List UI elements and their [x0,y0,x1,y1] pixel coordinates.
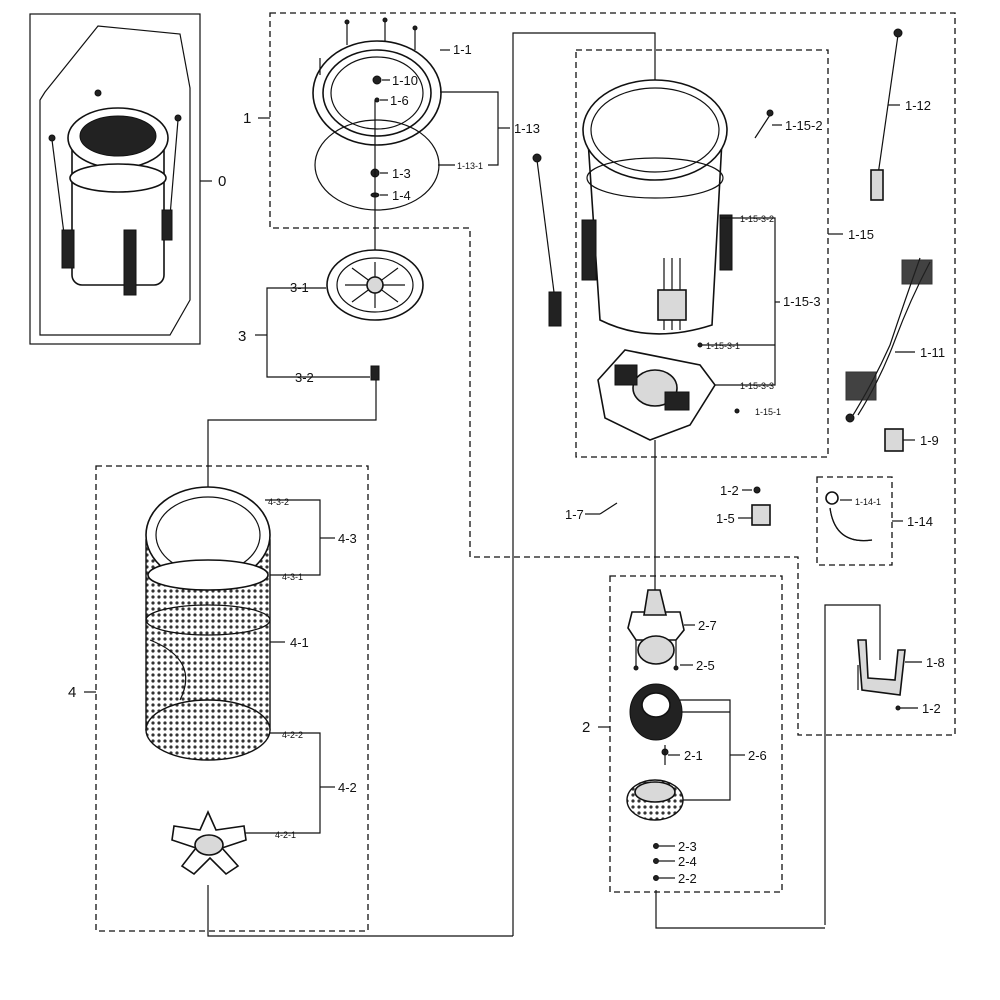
callout-1-7: 1-7 [565,507,584,522]
connector-line [512,32,656,936]
callout-4-1: 4-1 [290,635,309,650]
callout-4: 4 [68,684,76,701]
suspension-rod-1-12 [870,28,903,201]
callout-1-5: 1-5 [716,511,735,526]
callout-4-2: 4-2 [338,780,357,795]
pulsator [207,249,424,500]
callout-1-12: 1-12 [905,98,931,113]
callout-1-8: 1-8 [926,655,945,670]
callout-2-3: 2-3 [678,839,697,854]
callout-1-15-3: 1-15-3 [783,294,821,309]
callout-1-15-3-1: 1-15-3-1 [706,341,740,351]
callout-1-15: 1-15 [848,227,874,242]
callout-1-4: 1-4 [392,188,411,203]
callout-1-9: 1-9 [920,433,939,448]
callout-1: 1 [243,110,251,127]
inner-drum [145,486,271,761]
callout-4-3-2: 4-3-2 [268,497,289,507]
callout-1-13-1: 1-13-1 [457,161,483,171]
callout-1-3: 1-3 [392,166,411,181]
callout-3-2: 3-2 [295,370,314,385]
drain-hose [825,491,873,542]
part-1-5 [751,504,771,526]
callout-1-13: 1-13 [514,121,540,136]
callout-1-14: 1-14 [907,514,933,529]
callout-2-6: 2-6 [748,748,767,763]
assembly-1-15-boundary [575,49,829,458]
callout-3: 3 [238,328,246,345]
callout-4-2-2: 4-2-2 [282,730,303,740]
callout-4-2-1: 4-2-1 [275,830,296,840]
callout-1-11: 1-11 [920,345,945,360]
callout-2: 2 [582,719,590,736]
callout-1-6: 1-6 [390,93,409,108]
callout-4-3-1: 4-3-1 [282,572,303,582]
callout-1-2-top: 1-2 [720,483,739,498]
callout-1-14-1: 1-14-1 [855,497,881,507]
part-1-9 [884,428,904,452]
callout-1-15-2: 1-15-2 [785,118,823,133]
part-1-15-2 [754,109,774,139]
assembly-2-boundary [609,575,783,893]
callout-1-1: 1-1 [453,42,472,57]
assembly-1-boundary [269,12,956,736]
callout-1-10: 1-10 [392,73,418,88]
motor-rotor [629,683,683,765]
callout-1-2-bottom: 1-2 [922,701,941,716]
assembly-0-overview [29,13,201,345]
outer-tub [581,79,733,335]
tub-base [597,349,716,592]
part-2-3 [653,843,659,849]
callout-2-1: 2-1 [684,748,703,763]
screw-1-2 [753,486,761,494]
callout-2-7: 2-7 [698,618,717,633]
drum-flange [171,810,247,876]
motor-stator [626,779,684,821]
assembly-4-boundary [95,465,369,932]
callout-0: 0 [218,173,226,190]
wire-harness [845,257,933,423]
part-2-4 [653,858,659,864]
callout-3-1: 3-1 [290,280,309,295]
callout-2-5: 2-5 [696,658,715,673]
callout-4-3: 4-3 [338,531,357,546]
callout-1-15-3-2: 1-15-3-2 [740,214,774,224]
suspension-rod [532,153,562,327]
part-1-7 [599,502,618,515]
callout-2-2: 2-2 [678,871,697,886]
callout-1-15-3-3: 1-15-3-3 [740,381,774,391]
tub-cover-ring [312,17,442,252]
bracket-1-8 [857,639,906,696]
clutch-assembly [627,589,685,671]
assembly-1-14-boundary [816,476,893,566]
callout-1-15-1: 1-15-1 [755,407,781,417]
callout-2-4: 2-4 [678,854,697,869]
part-2-2 [653,875,659,881]
